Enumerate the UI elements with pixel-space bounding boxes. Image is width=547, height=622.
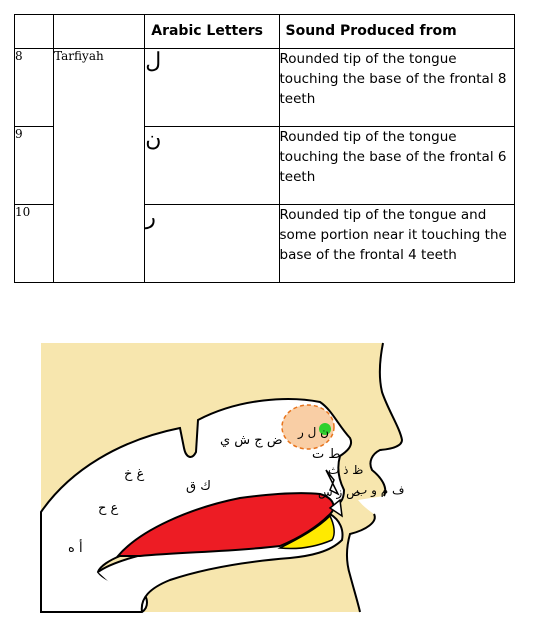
header-arabic-letters: Arabic Letters	[144, 14, 280, 49]
lower-teeth	[328, 498, 343, 518]
makharij-table: Arabic Letters Sound Produced from 8 Tar…	[13, 14, 516, 283]
label-uvula: ك ق	[186, 479, 211, 494]
articulation-point	[319, 423, 331, 435]
table-row: 9 ن Rounded tip of the tongue touching t…	[13, 126, 516, 205]
label-throat-mid: ع ح	[98, 501, 119, 516]
table-row: 8 Tarfiyah ل Rounded tip of the tongue t…	[13, 48, 516, 283]
row-number: 10	[13, 204, 55, 283]
arabic-letter: ن	[144, 126, 280, 205]
label-throat-top: غ خ	[124, 467, 145, 482]
label-lips: ف م و ب	[356, 483, 404, 498]
arabic-letter: ر	[144, 204, 280, 283]
sound-description: Rounded tip of the tongue touching the b…	[278, 48, 516, 127]
label-teeth-top: ط ت	[312, 447, 340, 462]
group-name-tarfiyah: Tarfiyah	[53, 48, 146, 283]
face-profile-outline	[369, 342, 404, 497]
label-teeth-mid: ظ ذ ث	[328, 463, 363, 477]
table-row: 10 ر Rounded tip of the tongue and some …	[13, 204, 516, 283]
label-throat-deep: أ ه	[68, 539, 83, 556]
tongue	[115, 492, 335, 557]
tarfiyah-highlight-zone	[281, 404, 335, 450]
label-sibilants: ص ز س	[318, 485, 361, 500]
chin-outline	[346, 513, 376, 613]
header-sound-produced: Sound Produced from	[278, 14, 516, 49]
lower-lip	[277, 514, 335, 550]
upper-teeth	[325, 469, 340, 496]
label-highlight-letters: ن ل ر	[297, 425, 329, 440]
sound-description: Rounded tip of the tongue and some porti…	[278, 204, 516, 283]
label-palate: ض ج ش ي	[220, 433, 283, 448]
sound-description: Rounded tip of the tongue touching the b…	[278, 126, 516, 205]
